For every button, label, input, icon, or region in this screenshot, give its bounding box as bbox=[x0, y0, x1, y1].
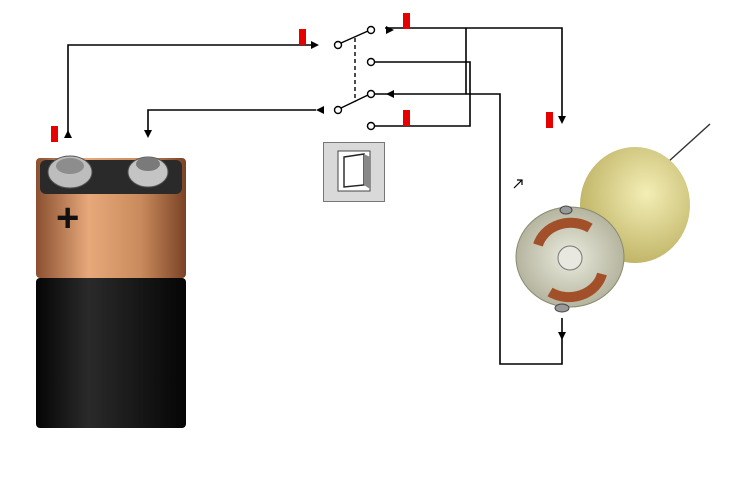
motor-brush-upper bbox=[533, 217, 593, 247]
current-marker bbox=[51, 126, 58, 142]
motor-terminal-bottom bbox=[554, 303, 570, 313]
arrow-right-top bbox=[311, 41, 319, 49]
switch-blade-upper bbox=[340, 30, 369, 44]
arrow-down-motor-bottom bbox=[558, 332, 566, 340]
wires bbox=[67, 27, 563, 365]
switch-throw-1 bbox=[366, 25, 376, 35]
current-marker bbox=[299, 29, 306, 45]
current-marker bbox=[546, 112, 553, 128]
motor-brush-lower bbox=[547, 272, 607, 303]
wire-switch-bottom-in bbox=[373, 93, 563, 365]
motor-hub bbox=[557, 245, 583, 271]
arrow-right-switch bbox=[386, 26, 394, 34]
arrow-down-battery bbox=[144, 130, 152, 138]
switch-throw-2 bbox=[366, 57, 376, 67]
switch-toggle-button[interactable] bbox=[323, 142, 385, 202]
current-markers bbox=[51, 13, 553, 142]
toggle-switch-icon bbox=[337, 150, 371, 192]
wire-battery-neg bbox=[147, 109, 316, 132]
arrow-left-lower bbox=[316, 106, 324, 114]
current-marker bbox=[403, 13, 410, 29]
rotation-arrow-icon bbox=[513, 179, 523, 189]
switch-common-lower bbox=[333, 105, 343, 115]
current-marker bbox=[403, 110, 410, 126]
arrow-down-motor bbox=[558, 116, 566, 124]
motor-shaft bbox=[667, 123, 711, 163]
switch-throw-4 bbox=[366, 121, 376, 131]
switch-common-upper bbox=[333, 40, 343, 50]
motor-terminal-top bbox=[559, 205, 573, 215]
switch-throw-3 bbox=[366, 89, 376, 99]
dpdt-switch bbox=[333, 25, 376, 131]
arrow-left-mid bbox=[386, 90, 394, 98]
wire-switch-top-out bbox=[385, 27, 563, 118]
arrow-up-battery bbox=[64, 130, 72, 138]
battery bbox=[36, 155, 186, 428]
battery-polarity-label: + bbox=[56, 196, 80, 240]
battery-bottom bbox=[36, 278, 186, 428]
dc-motor bbox=[515, 123, 711, 313]
wire-battery-pos bbox=[67, 44, 316, 132]
current-arrows bbox=[64, 26, 566, 340]
